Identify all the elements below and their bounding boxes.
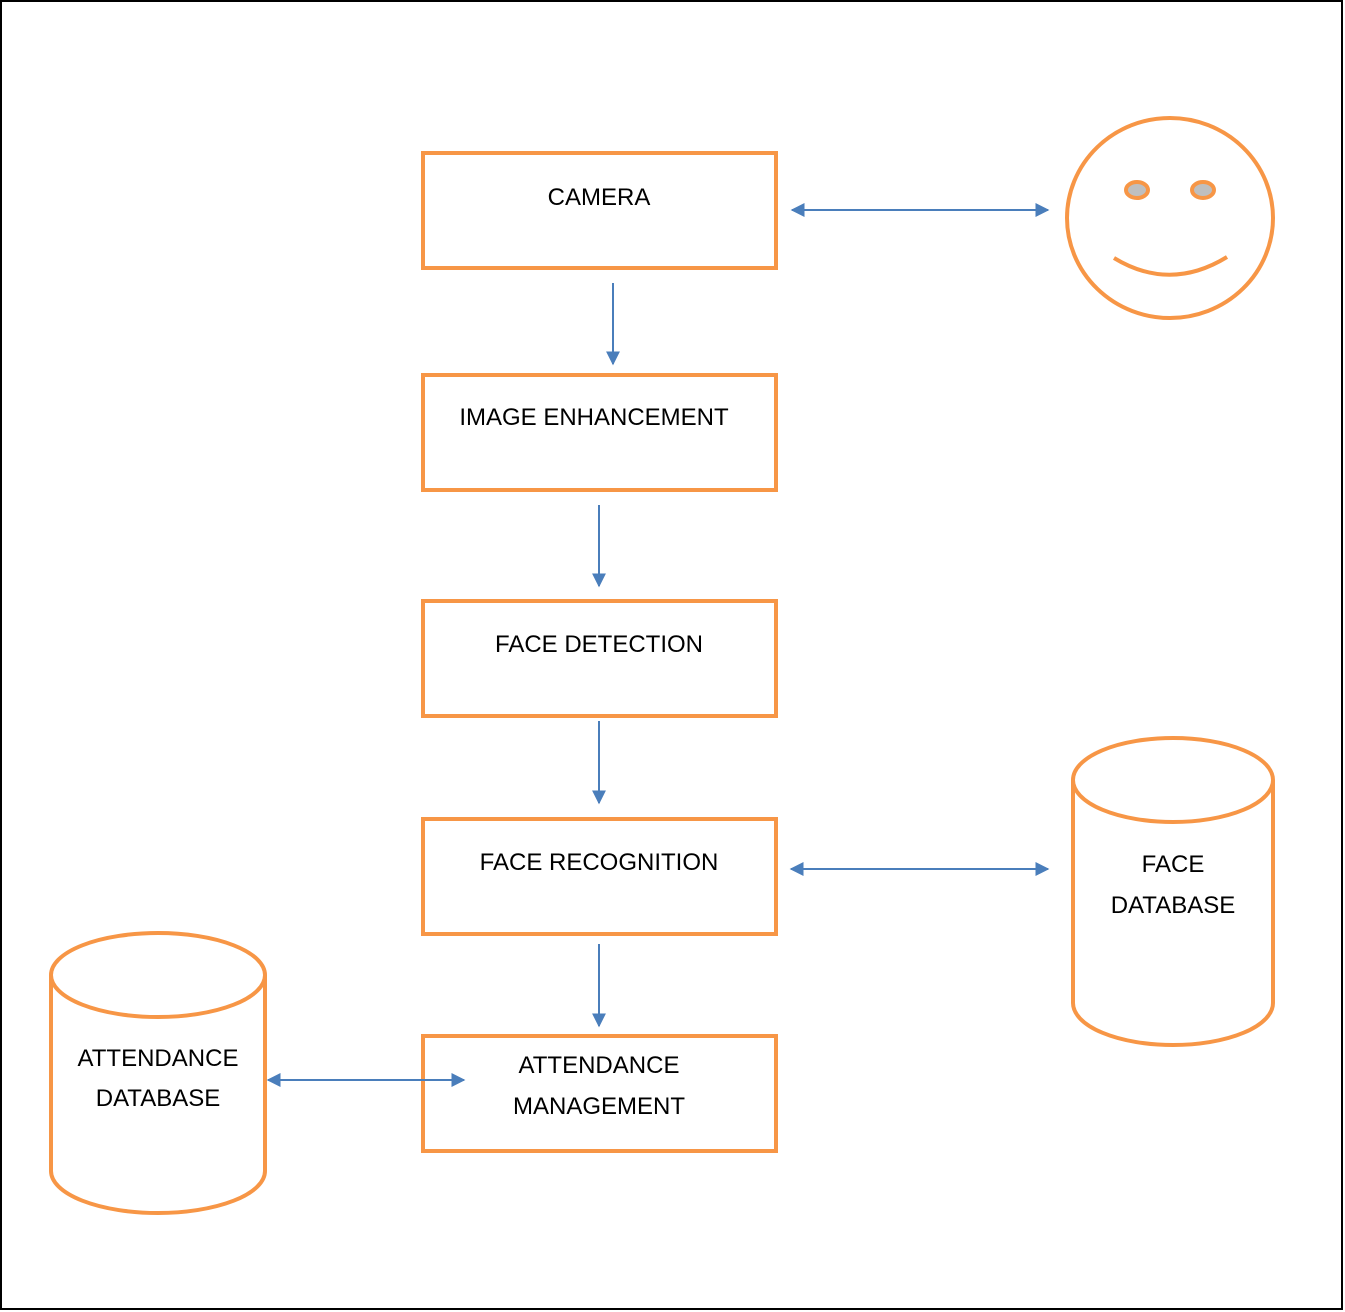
attendance-management-label-line1: ATTENDANCE (519, 1052, 680, 1079)
attendance-database-label-line2: DATABASE (96, 1085, 220, 1112)
camera-label: CAMERA (548, 184, 651, 211)
face-outline (1065, 116, 1275, 320)
face-recognition-label: FACE RECOGNITION (480, 849, 719, 876)
camera-box (421, 151, 778, 270)
face-database-label-line2: DATABASE (1111, 892, 1235, 919)
connectors (266, 203, 1050, 1087)
face-recognition-node: FACE RECOGNITION (421, 817, 778, 936)
face-detection-box (421, 599, 778, 718)
attendance-database-node: ATTENDANCE DATABASE (49, 931, 267, 1215)
smile-mouth (1112, 255, 1229, 277)
smiley-face-icon (1065, 116, 1275, 320)
left-eye-icon (1124, 180, 1150, 200)
attendance-database-cylinder-top (49, 931, 267, 1019)
attendance-management-box (421, 1034, 778, 1153)
camera-node: CAMERA (421, 151, 778, 270)
attendance-database-cylinder-body (49, 975, 267, 1215)
face-recognition-box (421, 817, 778, 936)
attendance-management-node: ATTENDANCE MANAGEMENT (421, 1034, 778, 1153)
face-database-label-line1: FACE (1142, 851, 1205, 878)
attendance-database-label-line1: ATTENDANCE (78, 1045, 239, 1072)
image-enhancement-label: IMAGE ENHANCEMENT (459, 404, 729, 431)
face-detection-label: FACE DETECTION (495, 631, 703, 658)
image-enhancement-node: IMAGE ENHANCEMENT (421, 373, 778, 492)
right-eye-icon (1190, 180, 1216, 200)
attendance-management-label-line2: MANAGEMENT (513, 1093, 685, 1120)
face-detection-node: FACE DETECTION (421, 599, 778, 718)
face-database-cylinder-body (1071, 780, 1275, 1047)
image-enhancement-box (421, 373, 778, 492)
face-database-cylinder-top (1071, 736, 1275, 824)
face-database-node: FACE DATABASE (1071, 736, 1275, 1047)
